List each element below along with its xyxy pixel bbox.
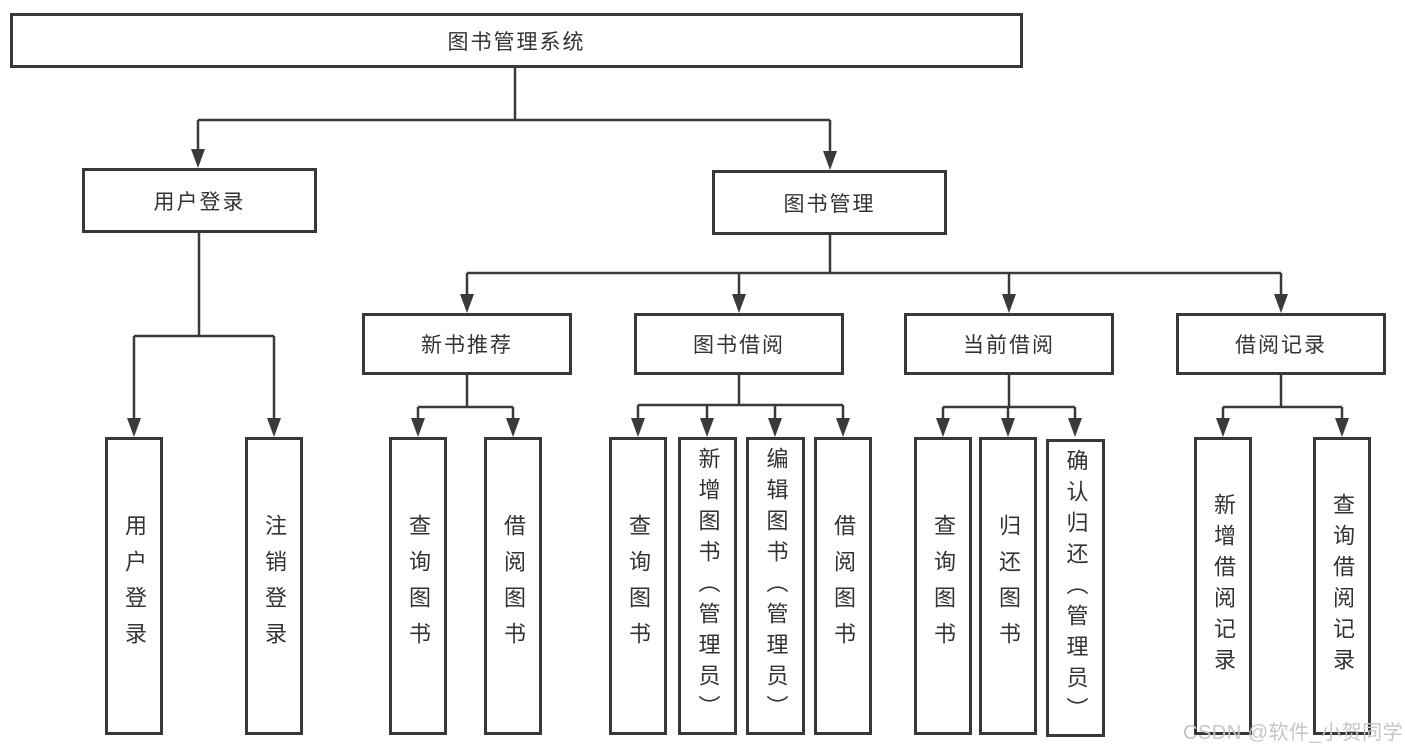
csdn-watermark: CSDN @软件_小贺同学 <box>1183 722 1404 744</box>
node-query-books-recommend: 查询图书 <box>389 437 447 735</box>
node-add-book-admin: 新增图书（管理员） <box>678 437 737 735</box>
node-borrow-books-recommend: 借阅图书 <box>484 437 542 735</box>
node-book-management-branch: 图书管理 <box>712 170 947 235</box>
node-book-borrowing: 图书借阅 <box>634 313 844 375</box>
node-query-books-borrow: 查询图书 <box>609 437 667 735</box>
node-logout-action: 注销登录 <box>245 437 303 735</box>
node-return-book: 归还图书 <box>979 437 1037 735</box>
node-new-book-recommend: 新书推荐 <box>362 313 572 375</box>
node-borrowing-records: 借阅记录 <box>1176 313 1386 375</box>
node-query-borrow-record: 查询借阅记录 <box>1313 437 1371 735</box>
node-confirm-return-admin: 确认归还（管理员） <box>1046 439 1105 737</box>
node-borrow-book-action: 借阅图书 <box>814 437 872 735</box>
arrowheads <box>127 149 1349 437</box>
node-edit-book-admin: 编辑图书（管理员） <box>746 437 805 735</box>
node-root-system: 图书管理系统 <box>10 13 1023 68</box>
node-query-books-current: 查询图书 <box>914 437 972 735</box>
node-current-borrowing: 当前借阅 <box>904 313 1114 375</box>
node-user-login-branch: 用户登录 <box>82 168 317 233</box>
node-user-login-action: 用户登录 <box>105 437 163 735</box>
node-add-borrow-record: 新增借阅记录 <box>1194 437 1252 735</box>
